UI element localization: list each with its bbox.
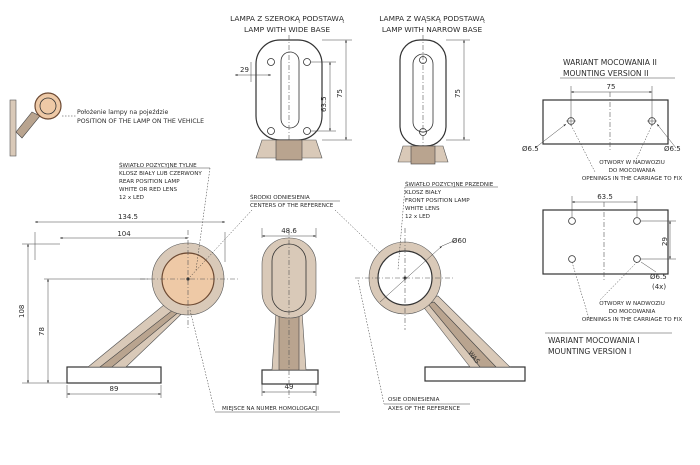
- reference-centres-label: ŚRODKI ODNIESIENIA CENTERS OF THE REFERE…: [189, 194, 406, 278]
- vehicle-wall: [9, 99, 17, 157]
- v1-holes-line-2: DO MOCOWANIA: [609, 309, 656, 315]
- side-base-foot: [66, 366, 162, 384]
- position-label-pl: Położenie lampy na pojeździe: [77, 108, 168, 116]
- dim-wide-75: 75: [336, 89, 344, 98]
- mounting-version-1: 63.5 29 Ø6.5 (4x) OTWORY W NADWOZIU DO M…: [542, 193, 683, 356]
- vehicle-lamp-arm: [15, 111, 41, 139]
- dim-front-d60: Ø60: [452, 237, 466, 245]
- side-arm-inner: [99, 305, 187, 368]
- homologation-label: MIEJSCE NA NUMER HOMOLOGACJI: [189, 309, 340, 413]
- dim-wide-29: 29: [240, 66, 249, 74]
- dim-v1-63-5: 63.5: [597, 193, 613, 201]
- wide-base-hole: [267, 127, 275, 135]
- dim-side-78: 78: [38, 327, 46, 336]
- narrow-base-view: LAMPA Z WĄSKĄ PODSTAWĄ LAMP WITH NARROW …: [379, 14, 486, 165]
- reference-axes-pl: OSIE ODNIESIENIA: [388, 397, 440, 403]
- v1-holes-line-3: OPENINGS IN THE CARRIAGE TO FIX: [582, 317, 683, 323]
- dim-side-134-5: 134.5: [118, 213, 138, 221]
- homologation-text: MIEJSCE NA NUMER HOMOLOGACJI: [222, 406, 319, 412]
- vehicle-position: Położenie lampy na pojeździe POSITION OF…: [9, 92, 204, 157]
- mounting-version-2: WARIANT MOCOWANIA II MOUNTING VERSION II…: [522, 58, 682, 182]
- vehicle-lamp-head: [34, 92, 62, 120]
- front-light-label: ŚWIATŁO POZYCYJNE PRZEDNIE KLOSZ BIAŁY F…: [397, 181, 498, 271]
- wide-base-stem: [275, 139, 303, 161]
- v2-holes-line-2: DO MOCOWANIA: [609, 168, 656, 174]
- front-light-line-2: KLOSZ BIAŁY: [405, 190, 442, 196]
- dim-side-89: 89: [110, 385, 119, 393]
- dim-v1-d6-5: Ø6.5: [650, 273, 667, 281]
- v2-holes-line-3: OPENINGS IN THE CARRIAGE TO FIX: [582, 176, 683, 182]
- front-light-line-1: ŚWIATŁO POZYCYJNE PRZEDNIE: [405, 181, 494, 188]
- narrow-base-title-pl: LAMPA Z WĄSKĄ PODSTAWĄ: [379, 14, 485, 23]
- dim-v1-29: 29: [661, 237, 669, 246]
- rear-light-line-1: ŚWIATŁO POZYCYJNE TYLNE: [119, 162, 197, 169]
- side-view: 134.5 104 108 78 89: [18, 213, 240, 398]
- wide-base-view: LAMPA Z SZEROKĄ PODSTAWĄ LAMP WITH WIDE …: [230, 14, 352, 161]
- dim-v1-4x: (4x): [652, 283, 666, 291]
- v1-holes-line-1: OTWORY W NADWOZIU: [599, 301, 665, 307]
- front-base-foot: [261, 369, 319, 385]
- wide-base-hole: [267, 58, 275, 66]
- dim-v2-d6-5-left: Ø6.5: [522, 145, 539, 153]
- front-lamp-base: [424, 366, 526, 382]
- wide-base-slot: [280, 51, 300, 129]
- wide-base-title-en: LAMP WITH WIDE BASE: [244, 25, 330, 34]
- dim-front-49: 49: [285, 383, 294, 391]
- dim-v2-d6-5-right: Ø6.5: [664, 145, 681, 153]
- position-label-en: POSITION OF THE LAMP ON THE VEHICLE: [77, 118, 204, 125]
- reference-axes-en: AXES OF THE REFERENCE: [388, 406, 461, 412]
- variant2-title-en: MOUNTING VERSION II: [563, 69, 649, 78]
- variant1-title-en: MOUNTING VERSION I: [548, 347, 631, 356]
- dim-narrow-75: 75: [454, 89, 462, 98]
- dim-side-108: 108: [18, 305, 26, 318]
- v2-panel: [542, 99, 669, 145]
- rear-light-line-2: KLOSZ BIAŁY LUB CZERWONY: [119, 171, 202, 177]
- front-lamp-arm-inner: [427, 301, 497, 368]
- rear-light-line-5: 12 x LED: [119, 195, 144, 201]
- front-light-line-5: 12 x LED: [405, 214, 430, 220]
- reference-centres-pl: ŚRODKI ODNIESIENIA: [250, 194, 310, 201]
- dim-v2-75: 75: [607, 83, 616, 91]
- front-light-line-3: FRONT POSITION LAMP: [405, 198, 470, 204]
- v1-hole: [568, 217, 576, 225]
- rear-light-line-3: REAR POSITION LAMP: [119, 179, 180, 185]
- rear-light-label: ŚWIATŁO POZYCYJNE TYLNE KLOSZ BIAŁY LUB …: [119, 162, 211, 271]
- front-view: 48.6 49: [261, 227, 319, 400]
- rear-light-line-4: WHITE OR RED LENS: [119, 187, 178, 193]
- v2-holes-line-1: OTWORY W NADWOZIU: [599, 160, 665, 166]
- variant2-title-pl: WARIANT MOCOWANIA II: [563, 58, 657, 67]
- narrow-base-title-en: LAMP WITH NARROW BASE: [382, 25, 483, 34]
- front-lamp-view: WAŚ Ø60: [355, 228, 526, 382]
- reference-centres-en: CENTERS OF THE REFERENCE: [250, 203, 334, 209]
- dim-side-104: 104: [117, 230, 131, 238]
- narrow-base-stem: [410, 145, 436, 165]
- variant1-title-pl: WARIANT MOCOWANIA I: [548, 336, 640, 345]
- reference-axes-label: OSIE ODNIESIENIA AXES OF THE REFERENCE: [357, 279, 470, 412]
- front-light-line-4: WHITE LENS: [405, 206, 440, 212]
- v1-panel: [542, 209, 669, 275]
- dim-front-48-6: 48.6: [281, 227, 297, 235]
- wide-base-title-pl: LAMPA Z SZEROKĄ PODSTAWĄ: [230, 14, 345, 23]
- dim-wide-63-5: 63.5: [320, 96, 328, 112]
